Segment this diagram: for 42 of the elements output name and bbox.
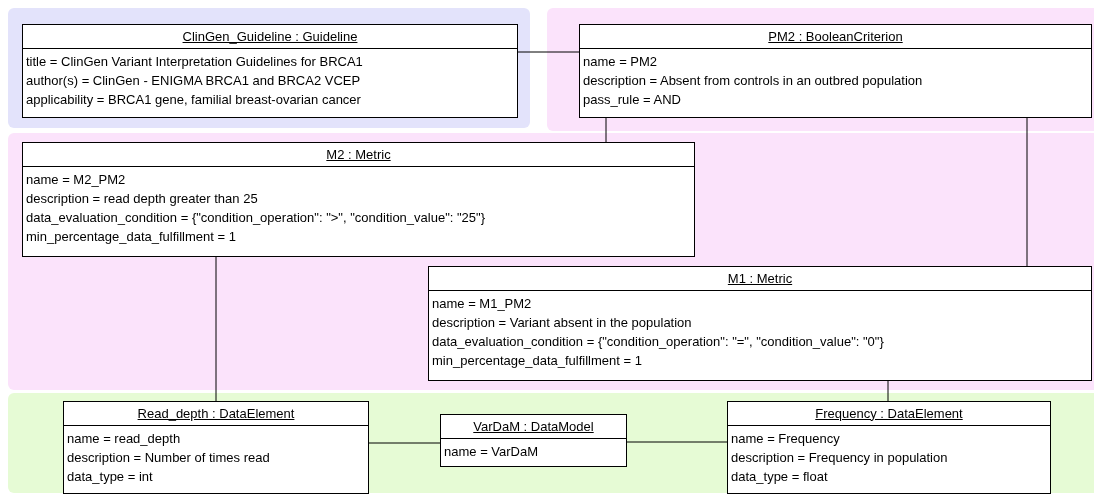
- object-title: Read_depth : DataElement: [137, 404, 295, 423]
- attribute-text: name = M2_PM2: [26, 171, 126, 189]
- attribute-text: name = VarDaM: [444, 443, 539, 461]
- object-box: [579, 24, 1092, 118]
- object-box: [22, 24, 518, 118]
- attribute-text: description = read depth greater than 25: [26, 190, 258, 208]
- object-box: [428, 266, 1092, 381]
- attribute-text: description = Frequency in population: [731, 449, 948, 467]
- attribute-text: data_type = float: [731, 468, 828, 486]
- attribute-text: data_evaluation_condition = {"condition_operation": ">", "condition_value": "25"}: [26, 209, 486, 227]
- object-box: [440, 414, 627, 467]
- object-title: VarDaM : DataModel: [473, 417, 594, 436]
- attribute-text: min_percentage_data_fulfillment = 1: [432, 352, 642, 370]
- association-line: [887, 380, 889, 402]
- association-line: [626, 441, 728, 443]
- attribute-text: author(s) = ClinGen - ENIGMA BRCA1 and BRCA2 VCEP: [26, 72, 361, 90]
- attribute-text: pass_rule = AND: [583, 91, 681, 109]
- association-line: [1026, 117, 1028, 267]
- association-line: [605, 117, 607, 143]
- object-box: [22, 142, 695, 257]
- attribute-text: data_evaluation_condition = {"condition_operation": "=", "condition_value": "0"}: [432, 333, 884, 351]
- attribute-text: min_percentage_data_fulfillment = 1: [26, 228, 236, 246]
- attribute-text: applicability = BRCA1 gene, familial breast-ovarian cancer: [26, 91, 361, 109]
- attribute-text: name = PM2: [583, 53, 658, 71]
- attribute-text: description = Variant absent in the population: [432, 314, 692, 332]
- object-title: PM2 : BooleanCriterion: [768, 27, 903, 46]
- object-box: [727, 401, 1051, 494]
- object-title: Frequency : DataElement: [815, 404, 963, 423]
- association-line: [215, 256, 217, 402]
- association-line: [368, 442, 441, 444]
- object-box: [63, 401, 369, 494]
- attribute-text: description = Absent from controls in an outbred population: [583, 72, 923, 90]
- object-title: M2 : Metric: [326, 145, 391, 164]
- association-line: [517, 51, 580, 53]
- object-title: ClinGen_Guideline : Guideline: [182, 27, 358, 46]
- object-title: M1 : Metric: [727, 269, 793, 288]
- attribute-text: description = Number of times read: [67, 449, 270, 467]
- attribute-text: name = M1_PM2: [432, 295, 532, 313]
- attribute-text: data_type = int: [67, 468, 153, 486]
- attribute-text: title = ClinGen Variant Interpretation Guidelines for BRCA1: [26, 53, 363, 71]
- attribute-text: name = read_depth: [67, 430, 181, 448]
- attribute-text: name = Frequency: [731, 430, 840, 448]
